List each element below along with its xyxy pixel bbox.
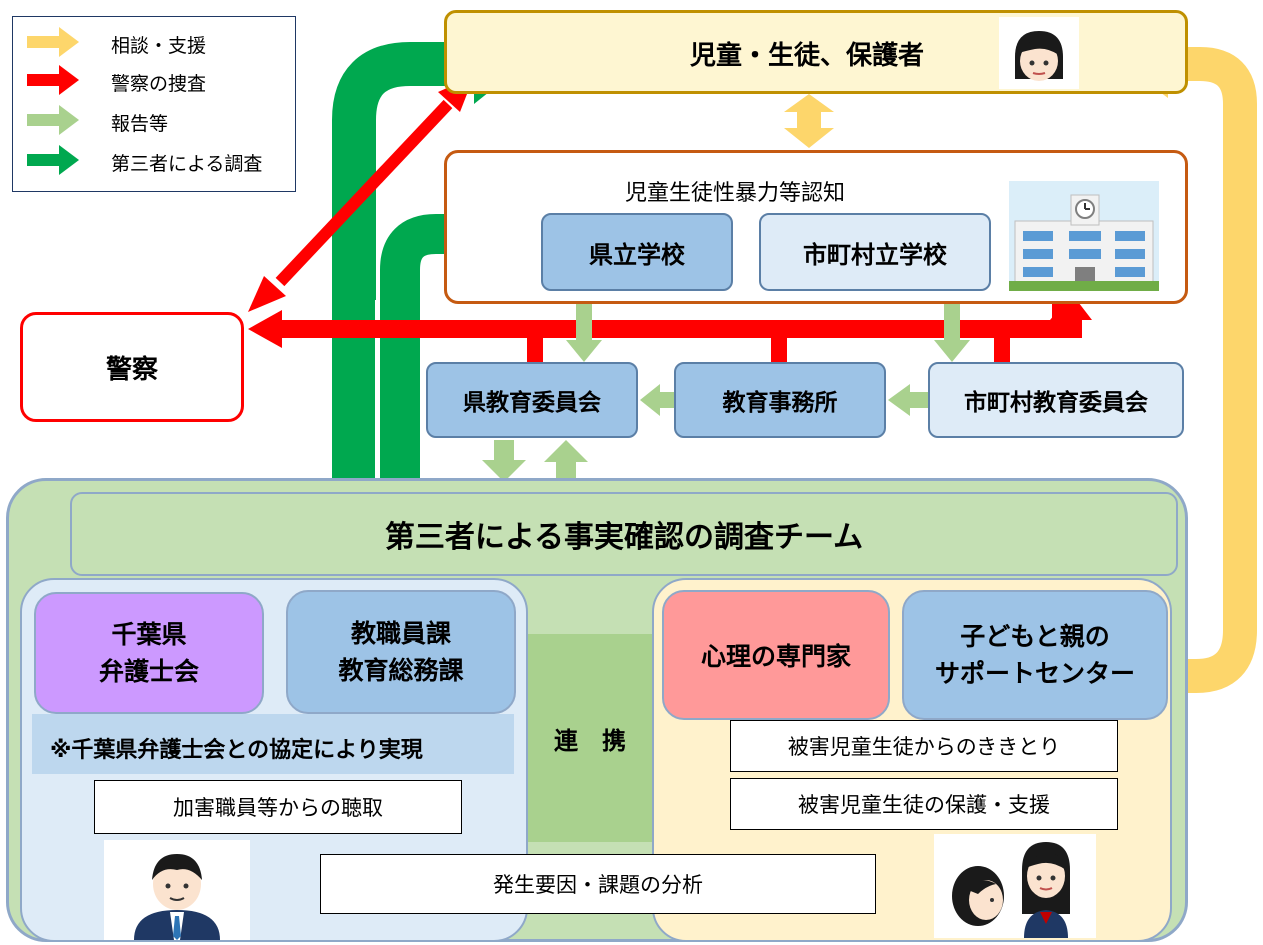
bar-association-box: 千葉県 弁護士会	[34, 592, 264, 714]
red-arrow-icon	[27, 65, 79, 95]
police-parents-arrow	[275, 99, 453, 287]
green-arrow-icon	[27, 145, 79, 175]
municipal-school-box: 市町村立学校	[759, 213, 991, 291]
bar-association-line2: 弁護士会	[98, 657, 199, 686]
staff-person-icon	[104, 840, 250, 940]
police-box: 警察	[20, 312, 244, 422]
green-arrow-outer-shaft	[332, 42, 478, 485]
school-group: 児童生徒性暴力等認知 県立学校 市町村立学校	[444, 150, 1188, 304]
legend: 相談・支援 警察の捜査 報告等 第三者による調査	[12, 16, 296, 192]
psychologist-box: 心理の専門家	[662, 590, 890, 720]
municipal-board-box: 市町村教育委員会	[928, 362, 1184, 438]
staff-division-line2: 教育総務課	[338, 656, 464, 685]
prefectural-school-box: 県立学校	[541, 213, 733, 291]
green-arrow-inner-shaft	[380, 214, 500, 485]
school-group-title: 児童生徒性暴力等認知	[625, 181, 846, 206]
support-center-line2: サポートセンター	[934, 659, 1135, 688]
victim-interview-box: 被害児童生徒からのききとり	[730, 720, 1118, 772]
prefectural-board-box: 県教育委員会	[426, 362, 638, 438]
light-green-arrow-icon	[27, 105, 79, 135]
legend-item-third-party: 第三者による調査	[27, 145, 287, 175]
bar-association-line1: 千葉県	[111, 619, 187, 649]
support-center-line1: 子どもと親の	[960, 621, 1110, 651]
victim-protection-box: 被害児童生徒の保護・支援	[730, 778, 1118, 830]
hearing-box: 加害職員等からの聴取	[94, 780, 462, 834]
yellow-arrow-icon	[27, 27, 79, 57]
analysis-box: 発生要因・課題の分析	[320, 854, 876, 914]
legend-label: 相談・支援	[111, 35, 207, 57]
legend-item-consult: 相談・支援	[27, 27, 287, 57]
parents-box: 児童・生徒、保護者	[444, 10, 1188, 94]
cooperation-box: 連 携	[528, 634, 652, 842]
education-office-box: 教育事務所	[674, 362, 886, 438]
parents-label: 児童・生徒、保護者	[689, 40, 924, 71]
police-horizontal-bar	[270, 320, 1076, 338]
legend-item-police: 警察の捜査	[27, 65, 287, 95]
support-center-box: 子どもと親の サポートセンター	[902, 590, 1168, 720]
support-arrow-shaft	[1160, 47, 1257, 693]
legend-label: 報告等	[111, 113, 169, 135]
legend-item-report: 報告等	[27, 105, 287, 135]
legend-label: 警察の捜査	[111, 73, 207, 95]
agreement-note: ※千葉県弁護士会との協定により実現	[32, 714, 514, 774]
school-building-icon	[1009, 181, 1159, 291]
legend-label: 第三者による調査	[111, 153, 263, 175]
team-title: 第三者による事実確認の調査チーム	[70, 492, 1178, 576]
staff-division-box: 教職員課 教育総務課	[286, 590, 516, 714]
student-avatar-icon	[999, 17, 1079, 89]
staff-division-line1: 教職員課	[350, 618, 451, 648]
counseling-people-icon	[934, 834, 1096, 938]
